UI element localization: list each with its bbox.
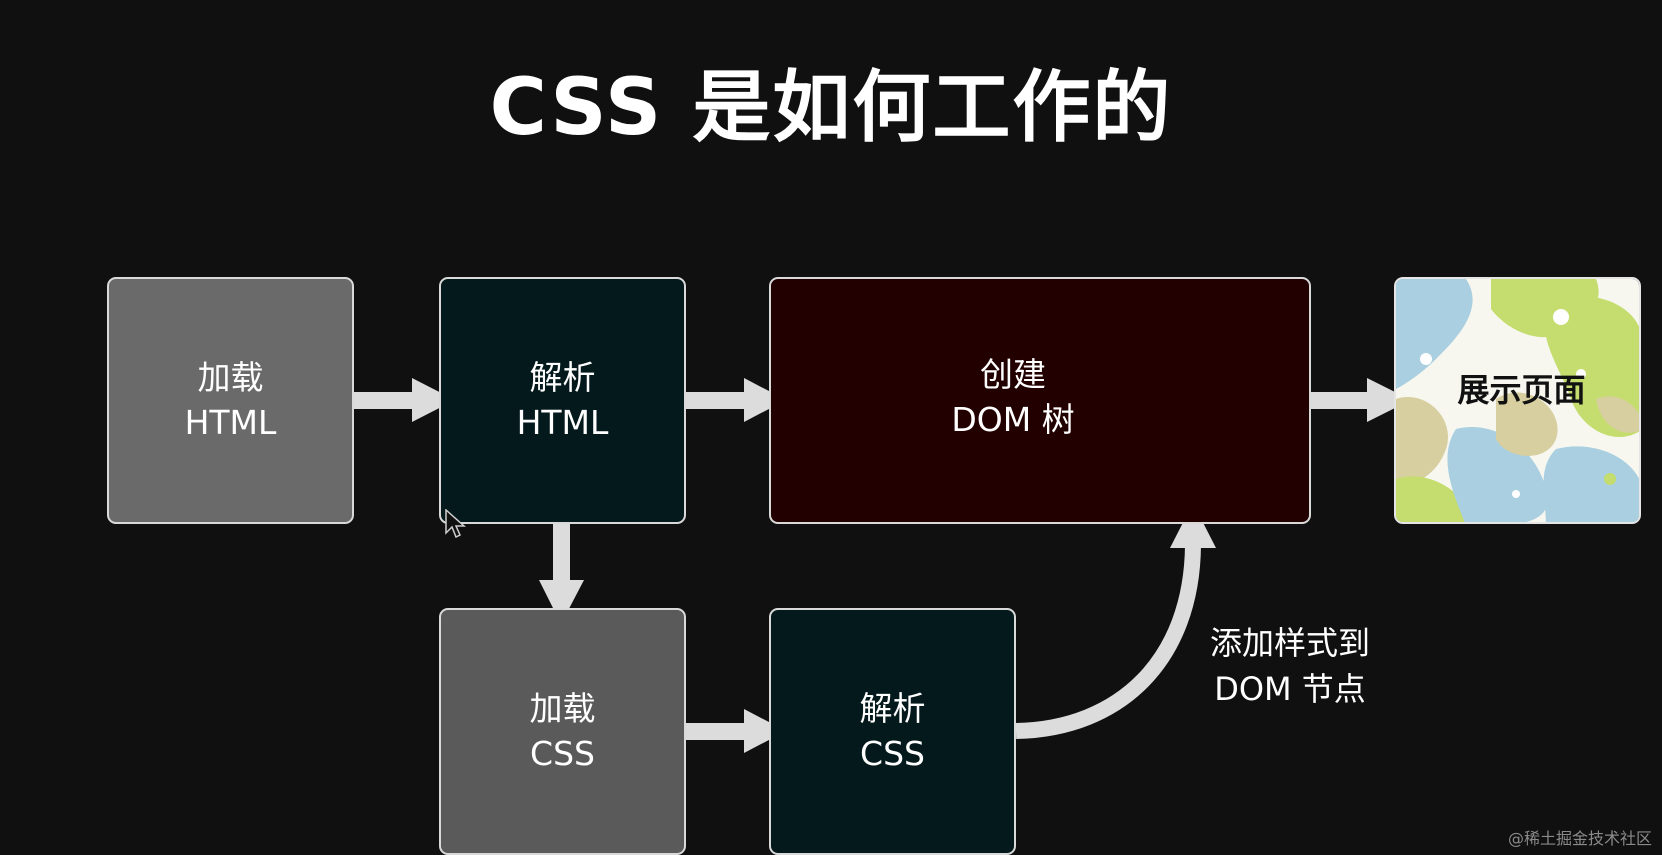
node-load-css-line1: 加载 bbox=[529, 688, 596, 728]
watermark-text: @稀土掘金技术社区 bbox=[1507, 829, 1652, 848]
node-create-dom-line2: DOM 树 bbox=[951, 399, 1075, 439]
arrow-css-to-dom-curve bbox=[1015, 544, 1201, 739]
mouse-cursor-icon bbox=[445, 509, 466, 539]
node-parse-html-line1: 解析 bbox=[529, 357, 596, 397]
node-load-css-line2: CSS bbox=[530, 733, 595, 773]
node-parse-css-line1: 解析 bbox=[859, 688, 926, 728]
arrow-dom-to-page-head bbox=[1367, 378, 1411, 422]
arrow-parse-html-to-load-css bbox=[553, 524, 570, 584]
edge-label-line2: DOM 节点 bbox=[1214, 670, 1366, 708]
node-create-dom-line1: 创建 bbox=[979, 354, 1046, 394]
edge-label-line1: 添加样式到 bbox=[1209, 624, 1370, 662]
node-parse-css-line2: CSS bbox=[860, 733, 925, 773]
slide-title: CSS 是如何工作的 bbox=[489, 63, 1173, 153]
arrow-load-to-parse-html-head bbox=[412, 378, 455, 422]
arrow-load-css-to-parse-css-head bbox=[744, 709, 786, 753]
arrow-css-to-dom-head bbox=[1170, 503, 1216, 548]
node-parse-html-line2: HTML bbox=[516, 402, 609, 442]
arrow-parse-to-dom-head bbox=[744, 378, 786, 422]
node-parse-css: 解析 CSS bbox=[769, 608, 1016, 855]
arrow-load-to-parse-html bbox=[354, 392, 418, 409]
page-thumbnail-image bbox=[1396, 279, 1639, 522]
node-load-html-line1: 加载 bbox=[197, 357, 264, 397]
node-create-dom-tree: 创建 DOM 树 bbox=[769, 277, 1311, 524]
arrow-parse-to-dom bbox=[686, 392, 750, 409]
node-display-page-label: 展示页面 bbox=[1457, 370, 1586, 409]
edge-label-add-styles: 添加样式到 DOM 节点 bbox=[1180, 620, 1400, 712]
arrow-load-css-to-parse-css bbox=[686, 723, 750, 740]
arrow-parse-html-to-load-css-head bbox=[539, 580, 584, 624]
node-load-html-line2: HTML bbox=[184, 402, 277, 442]
node-display-page: 展示页面 bbox=[1394, 277, 1641, 524]
arrow-dom-to-page bbox=[1311, 392, 1373, 409]
node-load-css: 加载 CSS bbox=[439, 608, 686, 855]
node-parse-html: 解析 HTML bbox=[439, 277, 686, 524]
node-load-html: 加载 HTML bbox=[107, 277, 354, 524]
